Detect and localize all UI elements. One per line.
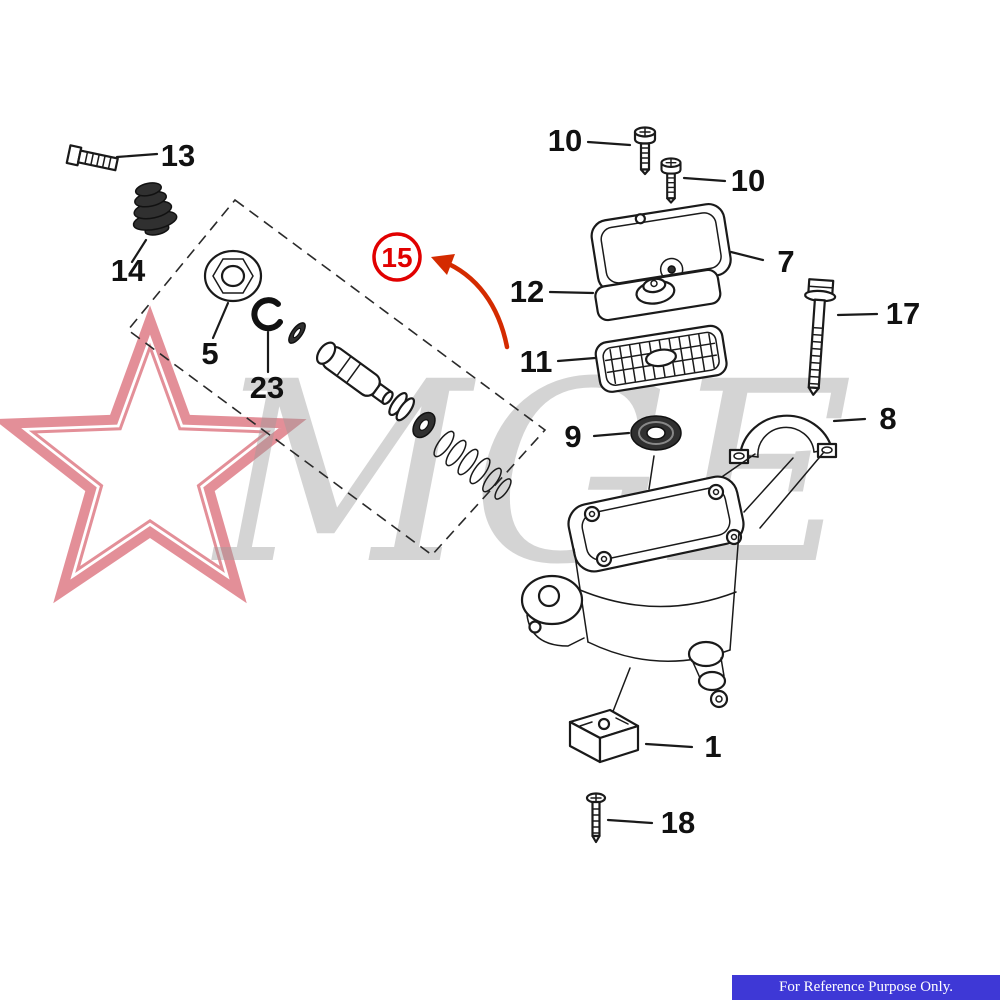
part-label-11: 11 xyxy=(520,344,553,379)
part-11-diaphragm xyxy=(594,324,728,393)
spring xyxy=(433,430,512,500)
highlight-arrow xyxy=(439,258,510,350)
part-label-7: 7 xyxy=(777,244,794,279)
part-label-23: 23 xyxy=(250,370,284,405)
part-label-5: 5 xyxy=(201,336,218,371)
highlight-part-15: 15 xyxy=(372,232,510,350)
part-13-bolt xyxy=(65,144,119,172)
reference-footer: For Reference Purpose Only. xyxy=(732,975,1000,1000)
part-23-circlip xyxy=(251,297,283,332)
watermark-text: MGE xyxy=(211,328,853,619)
master-cylinder-body xyxy=(520,451,825,715)
kit-outline xyxy=(126,198,547,557)
leader-lines xyxy=(115,140,879,825)
part-label-10-b: 10 xyxy=(731,163,765,198)
piston-washers xyxy=(388,391,416,422)
part-label-18: 18 xyxy=(661,805,695,840)
part-label-10-a: 10 xyxy=(548,123,582,158)
part-label-12: 12 xyxy=(510,274,544,309)
part-7-cap xyxy=(590,202,732,293)
highlight-circle xyxy=(372,232,422,282)
part-label-15: 15 xyxy=(381,242,412,273)
highlight-arrowhead-icon xyxy=(431,254,455,275)
piston xyxy=(315,341,394,405)
part-1-switch xyxy=(568,708,640,764)
star-logo-inner-icon xyxy=(28,342,272,574)
part-14-boot xyxy=(132,182,178,236)
star-logo-icon xyxy=(0,305,307,604)
part-label-14: 14 xyxy=(111,253,146,288)
part-10-screw-b xyxy=(660,157,682,204)
part-5-plug xyxy=(203,249,263,303)
part-label-8: 8 xyxy=(879,401,896,436)
part-label-13: 13 xyxy=(161,138,195,173)
part-12-plate xyxy=(594,268,722,322)
part-17-bolt xyxy=(804,278,837,396)
part-18-screw xyxy=(585,792,607,844)
part-label-17: 17 xyxy=(886,296,920,331)
cup-seal xyxy=(412,411,436,439)
seal-washer xyxy=(288,322,306,344)
part-label-1: 1 xyxy=(704,729,721,764)
watermark: MGE xyxy=(0,305,853,619)
part-9-grommet xyxy=(630,415,682,451)
part-label-9: 9 xyxy=(564,419,581,454)
part-10-screw-a xyxy=(633,126,657,176)
